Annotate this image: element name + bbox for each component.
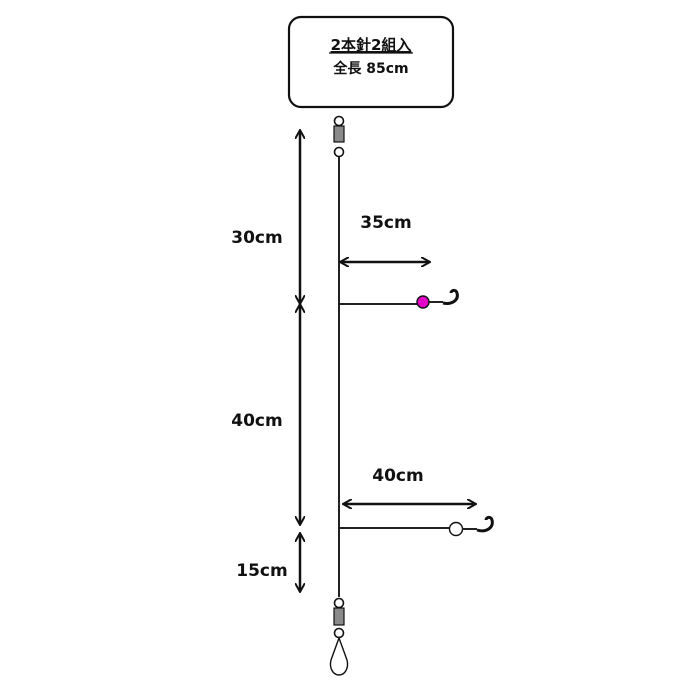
bottom-swivel	[329, 597, 349, 676]
snap-icon	[329, 635, 349, 676]
hook-lower-icon	[476, 515, 494, 533]
label-35cm: 35cm	[360, 213, 411, 233]
label-40cm-branch: 40cm	[372, 466, 423, 486]
hook-upper-icon	[442, 288, 459, 305]
title-line-2: 全長 85cm	[332, 60, 408, 77]
title-box	[287, 15, 455, 109]
label-40cm: 40cm	[231, 411, 282, 431]
label-15cm: 15cm	[236, 561, 287, 581]
title-line-1: 2本針2組入	[331, 36, 412, 54]
top-swivel	[333, 115, 345, 158]
bead-lower	[448, 521, 464, 537]
label-30cm: 30cm	[231, 228, 282, 248]
bead-upper	[416, 295, 430, 309]
